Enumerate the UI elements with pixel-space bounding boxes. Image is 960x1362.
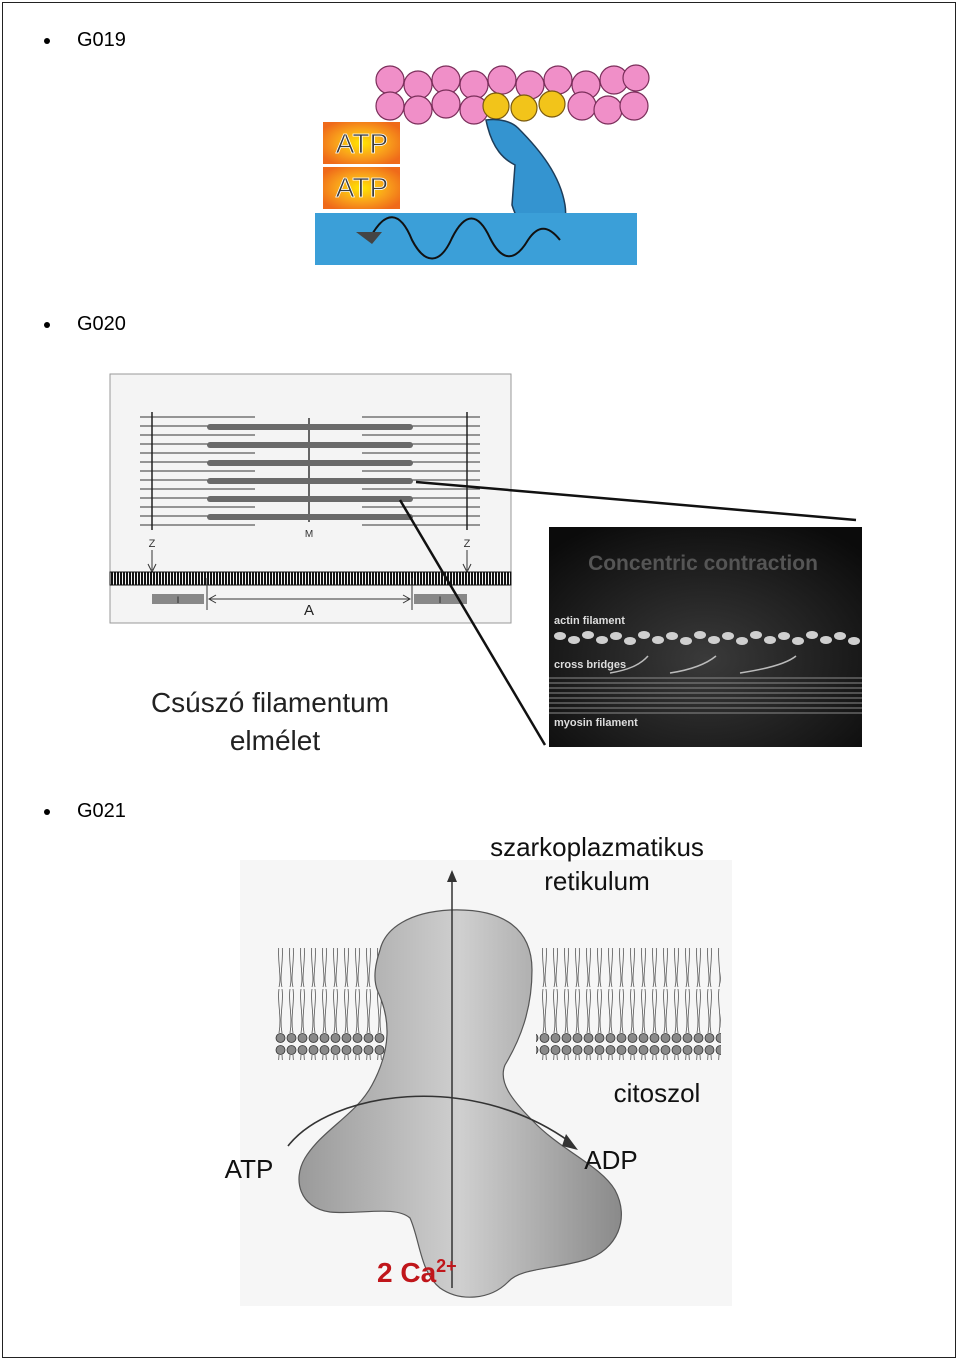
bullet-icon bbox=[44, 808, 50, 815]
striated-band bbox=[110, 572, 511, 585]
video-actin-beads bbox=[554, 631, 860, 645]
atp-bottom-label: ATP bbox=[336, 172, 388, 203]
figure-calcium-pump: szarkoplazmatikus retikulum citoszol ATP… bbox=[225, 832, 732, 1306]
i-band-right bbox=[414, 594, 467, 604]
sr-title-line2: retikulum bbox=[544, 866, 649, 896]
lipid-bilayer-left bbox=[275, 948, 385, 1060]
zoom-line-top bbox=[415, 480, 857, 522]
sr-title-line1: szarkoplazmatikus bbox=[490, 832, 704, 862]
figure-sarcomere: Z M Z I I A Csúszó filamentum elmélet Co… bbox=[109, 373, 862, 756]
lever-tip bbox=[356, 232, 382, 244]
i-label-left: I bbox=[177, 595, 180, 605]
bullet-icon bbox=[44, 37, 50, 44]
citoszol-label: citoszol bbox=[614, 1078, 701, 1108]
atp-adp-arrowhead bbox=[562, 1134, 578, 1150]
a-arrowhead-left bbox=[207, 594, 217, 604]
myosin-lever-wave bbox=[369, 216, 561, 260]
atp-adp-arc bbox=[287, 1095, 571, 1147]
z-label-left: Z bbox=[149, 538, 156, 550]
list-item-g021: G021 bbox=[44, 800, 126, 823]
item-label: G021 bbox=[77, 800, 126, 822]
video-cross-bridges bbox=[609, 655, 797, 674]
video-cross-label: cross bridges bbox=[554, 659, 626, 671]
i-band-left bbox=[152, 594, 204, 604]
atp-box-top bbox=[323, 122, 400, 164]
video-myosin-lines bbox=[549, 677, 862, 714]
item-label: G019 bbox=[77, 29, 126, 51]
z-label-right: Z bbox=[464, 538, 471, 550]
myosin-base bbox=[315, 213, 637, 265]
calcium-pump-protein bbox=[298, 909, 622, 1298]
m-label: M bbox=[305, 529, 313, 540]
item-label: G020 bbox=[77, 313, 126, 335]
adp-label: ADP bbox=[584, 1145, 637, 1175]
actin-beads bbox=[375, 64, 650, 125]
striated-band-border bbox=[109, 571, 512, 586]
thick-filaments bbox=[207, 424, 413, 520]
atp-box-bottom bbox=[323, 167, 400, 209]
video-actin-label: actin filament bbox=[554, 615, 625, 627]
concentric-contraction-image: Concentric contraction actin filament cr… bbox=[549, 527, 862, 747]
atp-top-label: ATP bbox=[336, 128, 388, 159]
calcium-ion-label: 2 Ca2+ bbox=[377, 1256, 457, 1288]
video-myosin-label: myosin filament bbox=[554, 717, 638, 729]
tropomyosin-beads bbox=[482, 90, 566, 122]
calcium-ion-charge: 2+ bbox=[436, 1256, 457, 1276]
zoom-line-bottom bbox=[398, 499, 547, 746]
calcium-ion-text: 2 Ca bbox=[377, 1257, 437, 1288]
a-label: A bbox=[304, 602, 314, 619]
caption-line1: Csúszó filamentum bbox=[151, 687, 389, 718]
i-label-right: I bbox=[439, 595, 442, 605]
list-item-g020: G020 bbox=[44, 313, 126, 336]
caption-line2: elmélet bbox=[230, 725, 320, 756]
pump-axis-arrowhead bbox=[447, 870, 457, 882]
video-title: Concentric contraction bbox=[588, 552, 818, 575]
a-arrowhead-right bbox=[402, 594, 412, 604]
figure-myosin-atp: ATP ATP bbox=[315, 64, 650, 265]
bullet-icon bbox=[44, 321, 50, 328]
atp-label: ATP bbox=[225, 1154, 274, 1184]
list-item-g019: G019 bbox=[44, 29, 126, 52]
lipid-bilayer-right bbox=[536, 948, 721, 1060]
